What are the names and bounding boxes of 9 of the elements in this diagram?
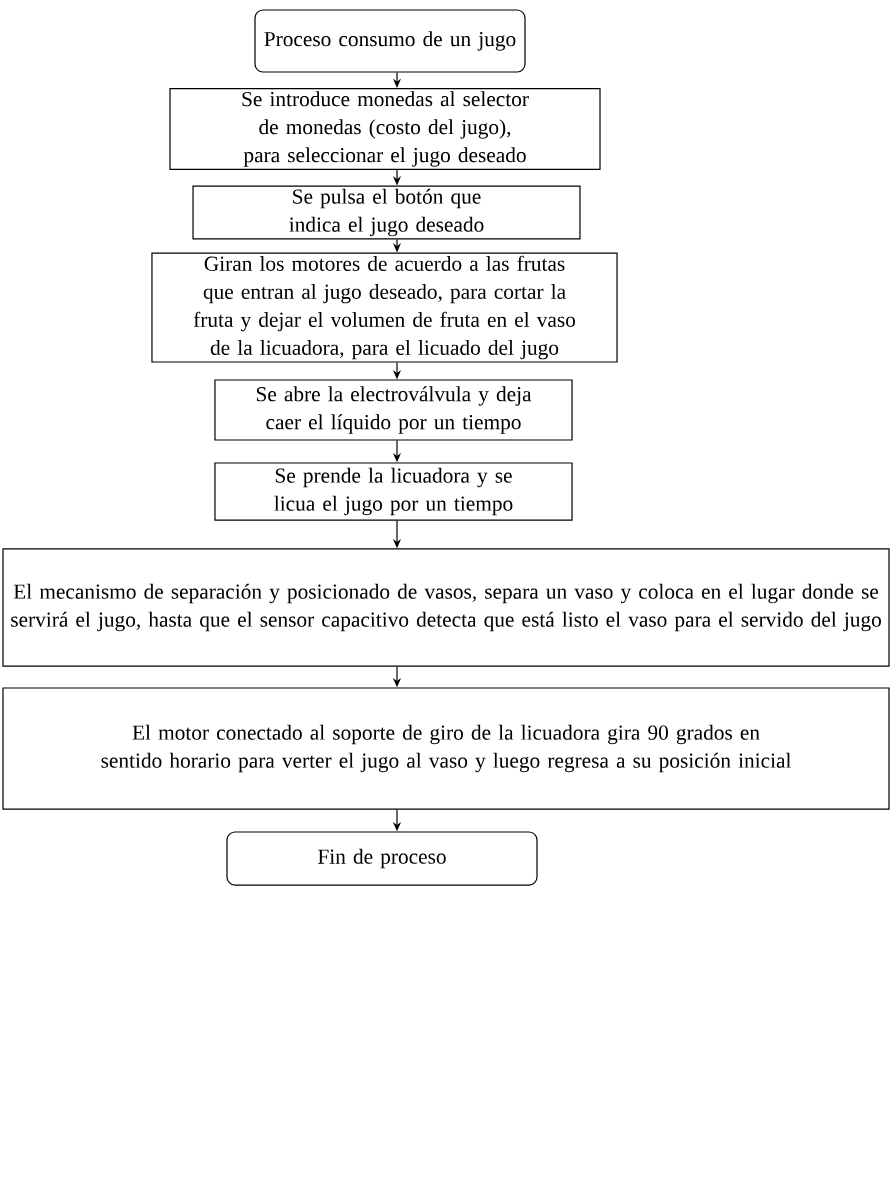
process-box: El motor conectado al soporte de giro de la licuadora gira 90 grados en sentido horario para verter el jugo al vaso y luego regresa a su posición inicial <box>2 687 890 810</box>
terminal-box: Fin de proceso <box>226 831 538 886</box>
terminal-box: Proceso consumo de un jugo <box>254 9 526 73</box>
process-box: Se pulsa el botón que indica el jugo deseado <box>192 185 581 240</box>
process-box: Se introduce monedas al selector de monedas (costo del jugo), para seleccionar el jugo deseado <box>169 88 601 170</box>
process-box: El mecanismo de separación y posicionado de vasos, separa un vaso y coloca en el lugar donde se servirá el jugo, hasta que el sensor capacitivo detecta que está listo el vaso para el servido del jugo <box>2 548 890 667</box>
process-box: Se prende la licuadora y se licua el jugo por un tiempo <box>214 462 573 521</box>
process-box: Se abre la electroválvula y deja caer el líquido por un tiempo <box>214 379 573 441</box>
process-box: Giran los motores de acuerdo a las frutas que entran al jugo deseado, para cortar la fruta y dejar el volumen de fruta en el vaso de la licuadora, para el licuado del jugo <box>151 252 618 363</box>
